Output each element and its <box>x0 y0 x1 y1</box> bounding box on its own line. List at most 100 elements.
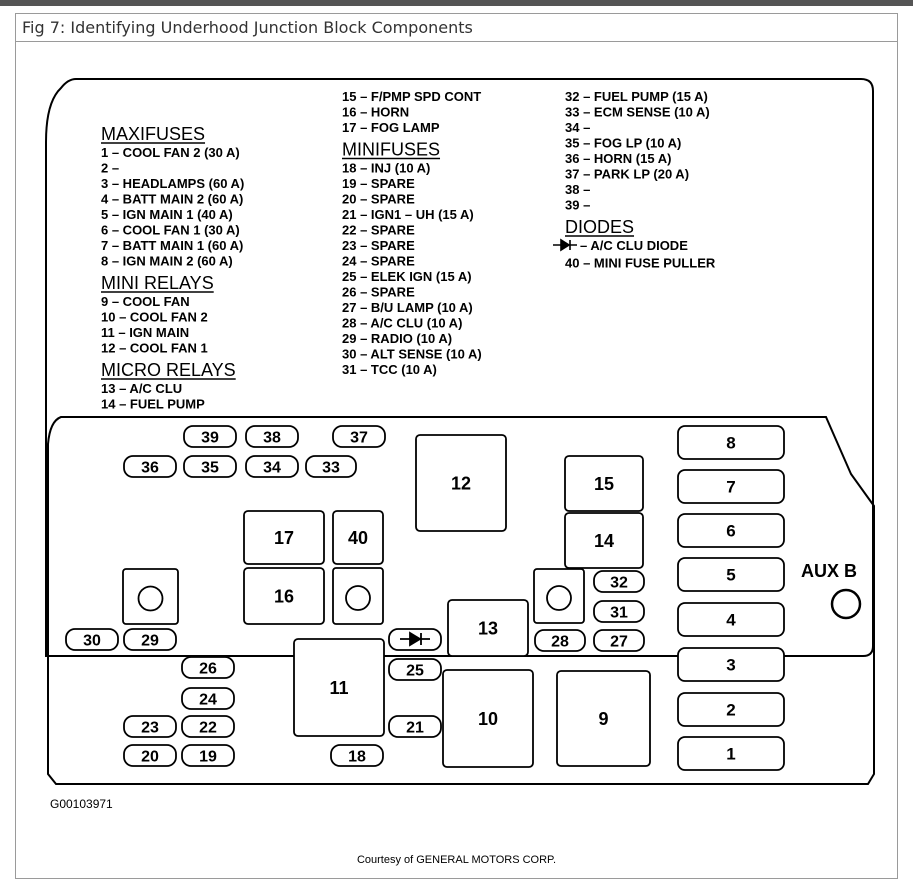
legend-item: 23 – SPARE <box>342 238 415 253</box>
legend-item: 19 – SPARE <box>342 176 415 191</box>
minifuse-23: 23 <box>123 715 177 738</box>
figure-code: G00103971 <box>50 797 113 811</box>
maxifuse-2: 2 <box>677 692 785 727</box>
legend-item: 3 – HEADLAMPS (60 A) <box>101 176 244 191</box>
minifuse-29: 29 <box>123 628 177 651</box>
relay-14-label: 14 <box>594 531 614 551</box>
socket-hole <box>546 585 572 611</box>
relay-16: 16 <box>243 567 325 625</box>
minifuse-25: 25 <box>388 658 442 681</box>
minifuse-33-label: 33 <box>322 459 340 476</box>
minifuse-19: 19 <box>181 744 235 767</box>
maxifuse-5-label: 5 <box>726 566 735 585</box>
legend-item: 10 – COOL FAN 2 <box>101 310 208 325</box>
minifuse-29-label: 29 <box>141 632 159 649</box>
legend-item: 8 – IGN MAIN 2 (60 A) <box>101 254 233 269</box>
legend-item: 1 – COOL FAN 2 (30 A) <box>101 145 240 160</box>
relay-9: 9 <box>556 670 651 767</box>
legend-item: 34 – <box>565 120 590 135</box>
minifuse-24-label: 24 <box>199 691 217 708</box>
legend-item: 22 – SPARE <box>342 223 415 238</box>
empty-socket-1 <box>122 568 179 625</box>
relay-11: 11 <box>293 638 385 737</box>
legend-item: 29 – RADIO (10 A) <box>342 331 452 346</box>
legend-item: 14 – FUEL PUMP <box>101 397 205 412</box>
diode-icon <box>400 631 430 647</box>
legend-heading: MICRO RELAYS <box>101 360 236 380</box>
maxifuse-1-label: 1 <box>726 745 735 764</box>
minifuse-39-label: 39 <box>201 429 219 446</box>
minifuse-35: 35 <box>183 455 237 478</box>
relay-16-label: 16 <box>274 586 294 606</box>
legend-item: 24 – SPARE <box>342 254 415 269</box>
diode-slot <box>388 628 442 651</box>
minifuse-34: 34 <box>245 455 299 478</box>
legend-heading: MINIFUSES <box>342 140 440 160</box>
relay-40: 40 <box>332 510 384 565</box>
minifuse-18: 18 <box>330 744 384 767</box>
relay-15: 15 <box>564 455 644 512</box>
minifuse-32: 32 <box>593 570 645 593</box>
socket-hole <box>345 585 371 611</box>
minifuse-21: 21 <box>388 715 442 738</box>
maxifuse-1: 1 <box>677 736 785 771</box>
top-bar <box>0 0 913 6</box>
minifuse-35-label: 35 <box>201 459 219 476</box>
legend-item: 27 – B/U LAMP (10 A) <box>342 300 473 315</box>
relay-17: 17 <box>243 510 325 565</box>
legend-heading: DIODES <box>565 217 634 237</box>
minifuse-33: 33 <box>305 455 357 478</box>
diode-icon <box>553 238 577 252</box>
minifuse-32-label: 32 <box>610 574 628 591</box>
minifuse-37-label: 37 <box>350 429 368 446</box>
minifuse-38: 38 <box>245 425 299 448</box>
maxifuse-2-label: 2 <box>726 701 735 720</box>
figure-title: Fig 7: Identifying Underhood Junction Bl… <box>22 18 473 37</box>
maxifuse-3: 3 <box>677 647 785 682</box>
relay-13-label: 13 <box>478 618 498 638</box>
minifuse-34-label: 34 <box>263 459 281 476</box>
legend-item: 18 – INJ (10 A) <box>342 161 430 176</box>
relay-9-label: 9 <box>598 709 608 729</box>
legend-item: 16 – HORN <box>342 105 409 120</box>
legend-item: 11 – IGN MAIN <box>101 325 189 340</box>
relay-12: 12 <box>415 434 507 532</box>
legend-item: 12 – COOL FAN 1 <box>101 341 208 356</box>
legend-item: 26 – SPARE <box>342 285 415 300</box>
minifuse-37: 37 <box>332 425 386 448</box>
legend-item: 2 – <box>101 161 119 176</box>
minifuse-27: 27 <box>593 629 645 652</box>
maxifuse-3-label: 3 <box>726 656 735 675</box>
minifuse-21-label: 21 <box>406 719 424 736</box>
legend-item: 33 – ECM SENSE (10 A) <box>565 105 710 120</box>
minifuse-39: 39 <box>183 425 237 448</box>
maxifuse-5: 5 <box>677 557 785 592</box>
legend-item: 38 – <box>565 182 590 197</box>
minifuse-22-label: 22 <box>199 719 217 736</box>
minifuse-22: 22 <box>181 715 235 738</box>
minifuse-24: 24 <box>181 687 235 710</box>
legend-item: 15 – F/PMP SPD CONT <box>342 89 481 104</box>
legend-item: – A/C CLU DIODE <box>580 238 688 253</box>
relay-17-label: 17 <box>274 528 294 548</box>
minifuse-18-label: 18 <box>348 748 366 765</box>
relay-11-label: 11 <box>329 678 348 698</box>
minifuse-23-label: 23 <box>141 719 159 736</box>
maxifuse-7: 7 <box>677 469 785 504</box>
minifuse-31-label: 31 <box>610 604 628 621</box>
relay-40-label: 40 <box>348 528 368 548</box>
relay-14: 14 <box>564 512 644 569</box>
legend-item: 21 – IGN1 – UH (15 A) <box>342 207 474 222</box>
minifuse-25-label: 25 <box>406 662 424 679</box>
legend-item: 9 – COOL FAN <box>101 294 190 309</box>
legend-item: 17 – FOG LAMP <box>342 120 440 135</box>
maxifuse-7-label: 7 <box>726 478 735 497</box>
block-panel <box>47 416 875 785</box>
maxifuse-8-label: 8 <box>726 434 735 453</box>
maxifuse-4: 4 <box>677 602 785 637</box>
legend-item: 6 – COOL FAN 1 (30 A) <box>101 223 240 238</box>
courtesy-note: Courtesy of GENERAL MOTORS CORP. <box>356 854 557 866</box>
